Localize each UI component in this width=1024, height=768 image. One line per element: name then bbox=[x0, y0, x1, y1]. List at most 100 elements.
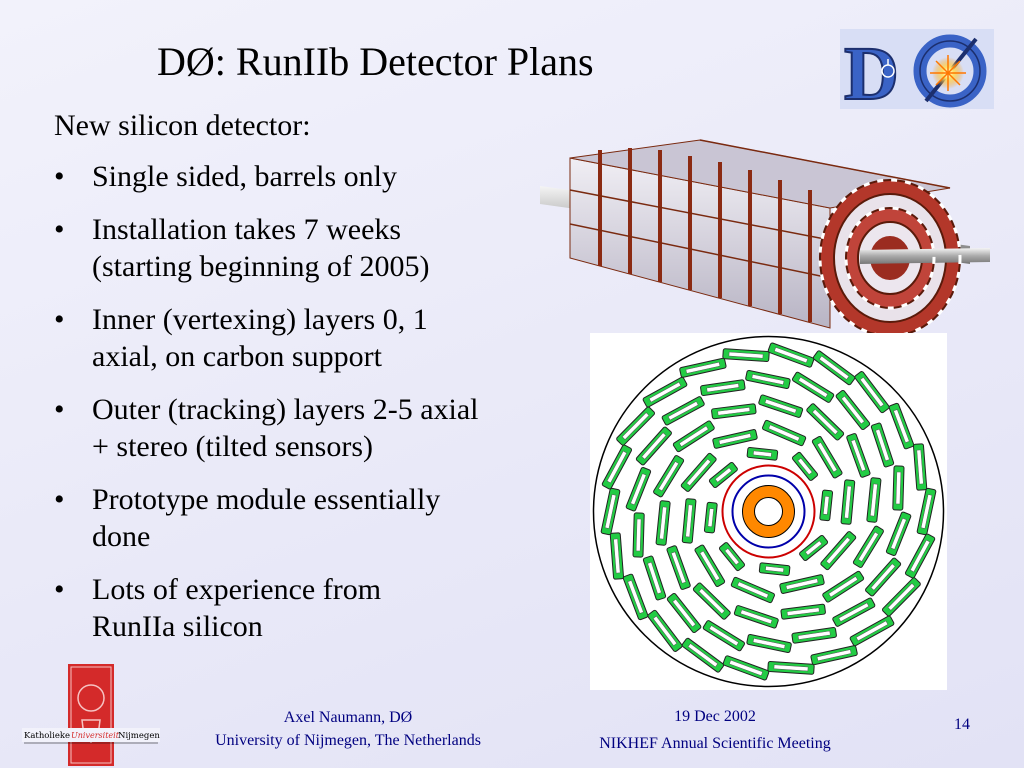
silicon-module bbox=[642, 555, 667, 601]
beam-pipe bbox=[754, 497, 783, 526]
silicon-module bbox=[888, 402, 915, 450]
bullet-item: • Outer (tracking) layers 2-5 axial + st… bbox=[54, 391, 594, 465]
silicon-module bbox=[758, 562, 791, 577]
silicon-module bbox=[601, 444, 633, 490]
bullet-dot: • bbox=[54, 573, 65, 606]
silicon-module bbox=[616, 406, 656, 446]
silicon-module bbox=[870, 422, 895, 468]
silicon-module bbox=[835, 389, 871, 431]
silicon-module bbox=[806, 403, 845, 441]
silicon-module bbox=[745, 370, 791, 389]
inner-ring bbox=[721, 464, 816, 559]
silicon-module bbox=[653, 455, 685, 498]
footer-author: Axel Naumann, DØ bbox=[283, 709, 413, 726]
silicon-module bbox=[632, 512, 645, 558]
bullet-line: axial, on carbon support bbox=[92, 340, 382, 373]
bullet-item: • Installation takes 7 weeks (starting b… bbox=[54, 211, 594, 285]
silicon-module bbox=[625, 467, 652, 512]
silicon-module bbox=[681, 637, 725, 673]
bullet-line: Inner (vertexing) layers 0, 1 bbox=[92, 303, 428, 336]
silicon-module bbox=[746, 446, 779, 461]
silicon-module bbox=[758, 394, 804, 418]
footer-meeting: NIKHEF Annual Scientific Meeting bbox=[599, 735, 831, 752]
silicon-module bbox=[692, 582, 731, 620]
silicon-barrel-image bbox=[540, 139, 990, 338]
uni-logo-text-left: Katholieke bbox=[24, 731, 70, 741]
bullet-item: • Lots of experience from RunIIa silicon bbox=[54, 571, 594, 645]
slide-title: DØ: RunIIb Detector Plans bbox=[157, 39, 594, 84]
silicon-module bbox=[854, 371, 890, 414]
bullet-dot: • bbox=[54, 160, 65, 193]
inner-ring bbox=[731, 474, 806, 549]
outer-ring bbox=[592, 335, 945, 688]
silicon-module bbox=[722, 348, 770, 362]
silicon-module bbox=[840, 479, 856, 525]
silicon-module bbox=[916, 487, 937, 536]
silicon-module bbox=[730, 576, 775, 604]
bullet-line: Installation takes 7 weeks bbox=[92, 213, 402, 246]
silicon-module bbox=[647, 609, 683, 652]
bullet-dot: • bbox=[54, 213, 65, 246]
silicon-module bbox=[832, 597, 876, 627]
university-logo: Katholieke Universiteit Nijmegen bbox=[22, 664, 160, 766]
bullet-line: RunIIa silicon bbox=[92, 610, 263, 643]
cross-section-image bbox=[590, 333, 947, 690]
footer-date: 19 Dec 2002 bbox=[674, 708, 756, 725]
silicon-module bbox=[865, 557, 902, 597]
silicon-module bbox=[672, 420, 715, 453]
silicon-module bbox=[622, 573, 649, 621]
cross-section-svg bbox=[592, 335, 945, 688]
bullet-dot: • bbox=[54, 483, 65, 516]
silicon-module bbox=[666, 592, 702, 634]
bullet-line: Outer (tracking) layers 2-5 axial bbox=[92, 393, 479, 426]
silicon-module bbox=[718, 542, 746, 572]
silicon-module bbox=[767, 661, 815, 675]
silicon-module bbox=[811, 435, 843, 479]
silicon-module bbox=[780, 603, 826, 620]
bullet-list: • Single sided, barrels only • Installat… bbox=[54, 158, 594, 661]
uni-logo-text-mid: Universiteit bbox=[71, 731, 120, 740]
uni-logo-text-right: Nijmegen bbox=[118, 731, 160, 741]
silicon-module bbox=[812, 350, 856, 386]
silicon-module bbox=[712, 429, 758, 449]
silicon-module bbox=[767, 342, 815, 368]
silicon-module bbox=[892, 465, 905, 511]
bullet-line: (starting beginning of 2005) bbox=[92, 250, 430, 283]
bullet-line: Single sided, barrels only bbox=[92, 160, 397, 193]
silicon-module bbox=[642, 376, 688, 408]
footer-author-block: Axel Naumann, DØ University of Nijmegen,… bbox=[172, 706, 524, 752]
silicon-module bbox=[885, 511, 912, 556]
footer-affiliation: University of Nijmegen, The Netherlands bbox=[215, 732, 481, 749]
bullet-line: Lots of experience from bbox=[92, 573, 382, 606]
silicon-module bbox=[694, 544, 726, 588]
bullet-item: • Inner (vertexing) layers 0, 1 axial, o… bbox=[54, 301, 594, 375]
silicon-module bbox=[820, 531, 857, 571]
svg-text:D: D bbox=[844, 32, 899, 111]
bullet-line: Prototype module essentially bbox=[92, 483, 441, 516]
page-number: 14 bbox=[954, 716, 970, 733]
silicon-module bbox=[635, 426, 672, 466]
silicon-module bbox=[679, 357, 727, 378]
silicon-module bbox=[722, 655, 770, 681]
silicon-module bbox=[661, 396, 705, 426]
silicon-module bbox=[703, 501, 718, 534]
d0-logo: D bbox=[840, 29, 994, 111]
silicon-module bbox=[711, 403, 757, 420]
silicon-module bbox=[846, 433, 871, 478]
silicon-module bbox=[762, 419, 807, 447]
bullet-dot: • bbox=[54, 393, 65, 426]
bullet-line: + stereo (tilted sensors) bbox=[92, 430, 374, 463]
silicon-module bbox=[866, 477, 882, 523]
silicon-module bbox=[700, 379, 746, 397]
silicon-module bbox=[681, 498, 697, 544]
bullet-dot: • bbox=[54, 303, 65, 336]
silicon-module bbox=[666, 545, 691, 590]
bullet-item: • Prototype module essentially done bbox=[54, 481, 594, 555]
silicon-module bbox=[609, 532, 625, 580]
footer-meeting-block: 19 Dec 2002 NIKHEF Annual Scientific Mee… bbox=[560, 703, 870, 757]
silicon-module bbox=[852, 525, 884, 568]
silicon-module bbox=[655, 500, 671, 546]
silicon-module bbox=[702, 620, 745, 652]
silicon-module bbox=[822, 570, 865, 603]
bullet-line: done bbox=[92, 520, 151, 553]
